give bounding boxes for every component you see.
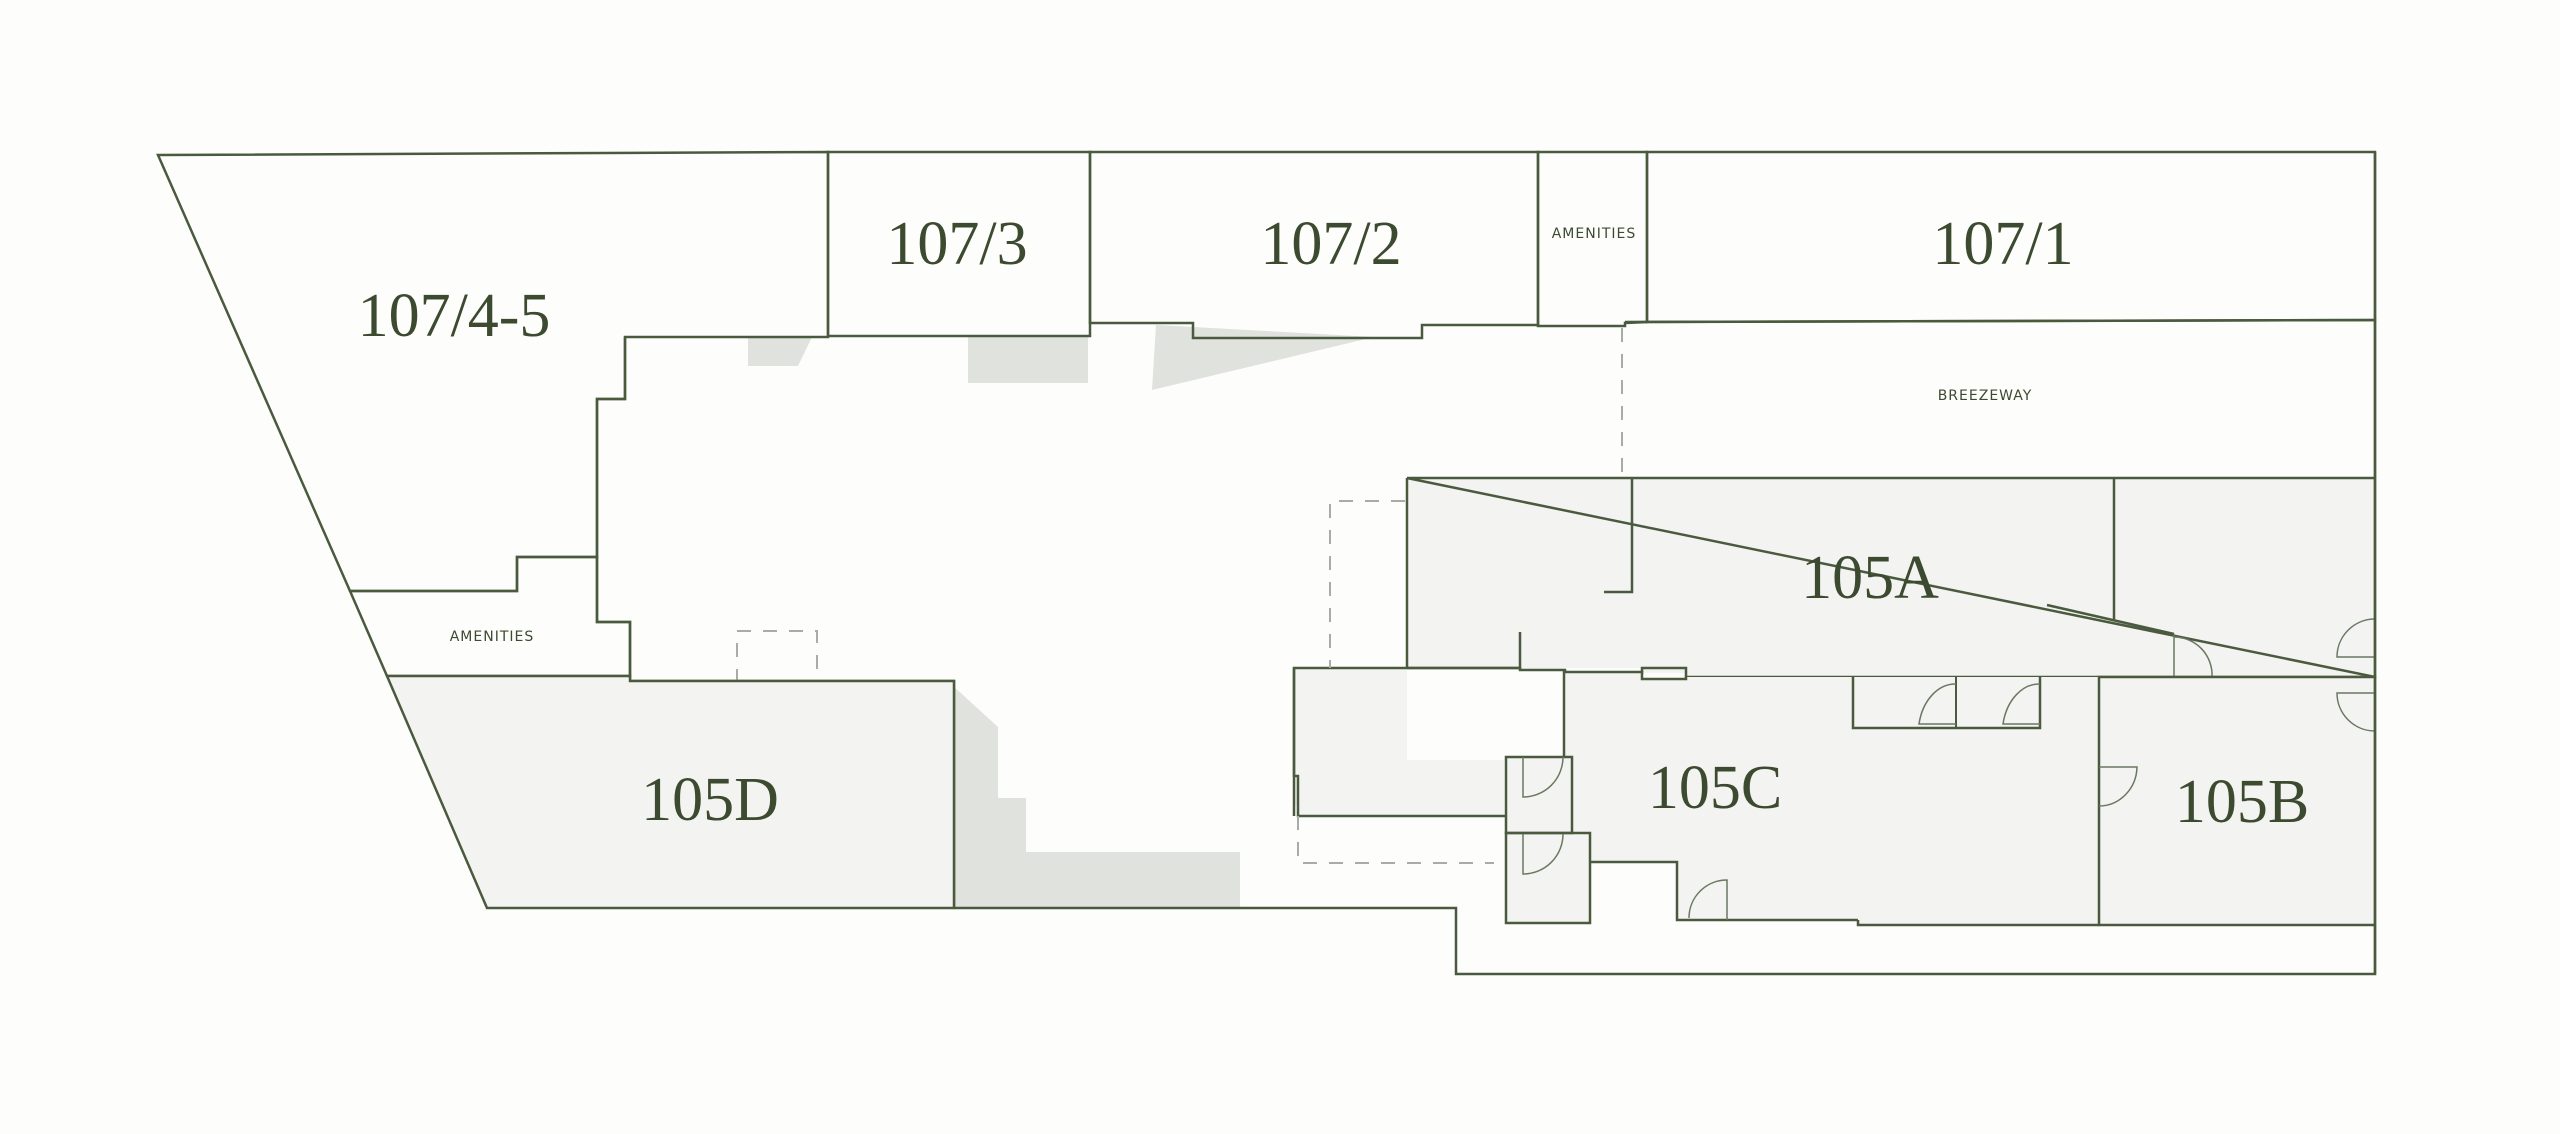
unit-label-105C: 105C xyxy=(1648,754,1782,822)
amenities-top-label: AMENITIES xyxy=(1552,226,1637,242)
unit-105A[interactable]: 105A xyxy=(1292,476,2377,816)
amenities-top-area: AMENITIES xyxy=(1536,150,1649,328)
unit-107-3[interactable]: 107/3 xyxy=(826,150,1092,338)
unit-107-1[interactable]: 107/1 xyxy=(1645,150,2377,324)
unit-105B[interactable]: 105B xyxy=(2097,675,2377,927)
middle-room xyxy=(1851,677,2099,927)
unit-label-107-1: 107/1 xyxy=(1932,210,2073,278)
amenities-left-area: AMENITIES xyxy=(348,555,632,678)
unit-label-107-3: 107/3 xyxy=(886,210,1027,278)
breezeway-label: BREEZEWAY xyxy=(1938,388,2033,404)
unit-107-2[interactable]: 107/2 xyxy=(1088,150,1540,340)
shaded-common-areas xyxy=(748,325,1374,908)
unit-105C[interactable]: 105C xyxy=(1504,670,1862,925)
unit-105D[interactable]: 105D xyxy=(385,674,956,910)
unit-label-107-4-5: 107/4-5 xyxy=(358,282,551,350)
amenities-left-label: AMENITIES xyxy=(450,629,535,645)
unit-label-105D: 105D xyxy=(641,766,779,834)
unit-label-105B: 105B xyxy=(2175,768,2309,836)
unit-107-4-5[interactable]: 107/4-5 xyxy=(156,150,830,593)
breezeway-area: BREEZEWAY xyxy=(1621,318,2377,478)
annex-block xyxy=(1292,668,1506,864)
unit-label-105A: 105A xyxy=(1801,544,1939,612)
unit-label-107-2: 107/2 xyxy=(1260,210,1401,278)
